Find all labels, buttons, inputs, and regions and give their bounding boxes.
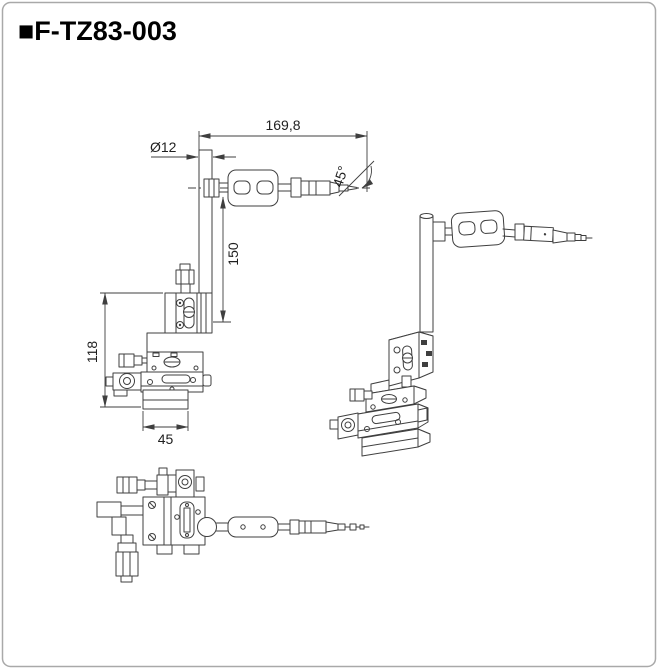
page-title: ■F-TZ83-003	[18, 16, 177, 46]
support-rod-iso	[419, 215, 434, 333]
dim-base-width: 45	[142, 411, 189, 447]
dim-stage-height: 118	[84, 292, 163, 408]
foot	[156, 544, 173, 555]
stage-iso	[329, 331, 434, 457]
isometric-view	[329, 210, 593, 457]
dim-rod-diameter-label: Ø12	[150, 139, 177, 155]
base-lower	[142, 399, 189, 410]
left-micrometer	[118, 353, 148, 368]
vertical-micrometer-top	[115, 534, 139, 583]
base-upper	[142, 389, 189, 401]
dim-base-width-label: 45	[158, 431, 174, 447]
pivot-clevis-top	[167, 469, 205, 498]
front-view: 169,8 Ø12 150 118 45 45°	[84, 117, 375, 447]
support-rod	[198, 149, 213, 297]
dim-rod-height: 150	[213, 196, 241, 323]
probe-arm	[203, 169, 358, 207]
dim-probe-angle: 45°	[329, 160, 375, 197]
dim-stage-height-label: 118	[84, 341, 100, 364]
stage-body-top	[142, 496, 206, 555]
foot	[183, 544, 200, 555]
dim-probe-angle-label: 45°	[329, 164, 351, 189]
adjust-knob-iso	[329, 412, 359, 440]
left-bracket-top	[96, 501, 148, 536]
l-bracket	[146, 332, 166, 353]
dim-rod-height-label: 150	[225, 242, 241, 266]
adjust-knob	[105, 372, 142, 397]
top-view	[96, 467, 370, 583]
probe-arm-top	[216, 516, 370, 538]
left-micrometer-iso	[349, 388, 373, 402]
dim-arm-length: 169,8	[198, 117, 368, 192]
base-iso	[361, 428, 431, 457]
probe-tip	[347, 185, 358, 191]
dim-arm-length-label: 169,8	[265, 117, 300, 133]
probe-arm-iso	[432, 210, 593, 248]
stage-front	[105, 263, 213, 410]
dim-rod-diameter: Ø12	[150, 139, 236, 160]
ball-pivot	[197, 517, 217, 537]
